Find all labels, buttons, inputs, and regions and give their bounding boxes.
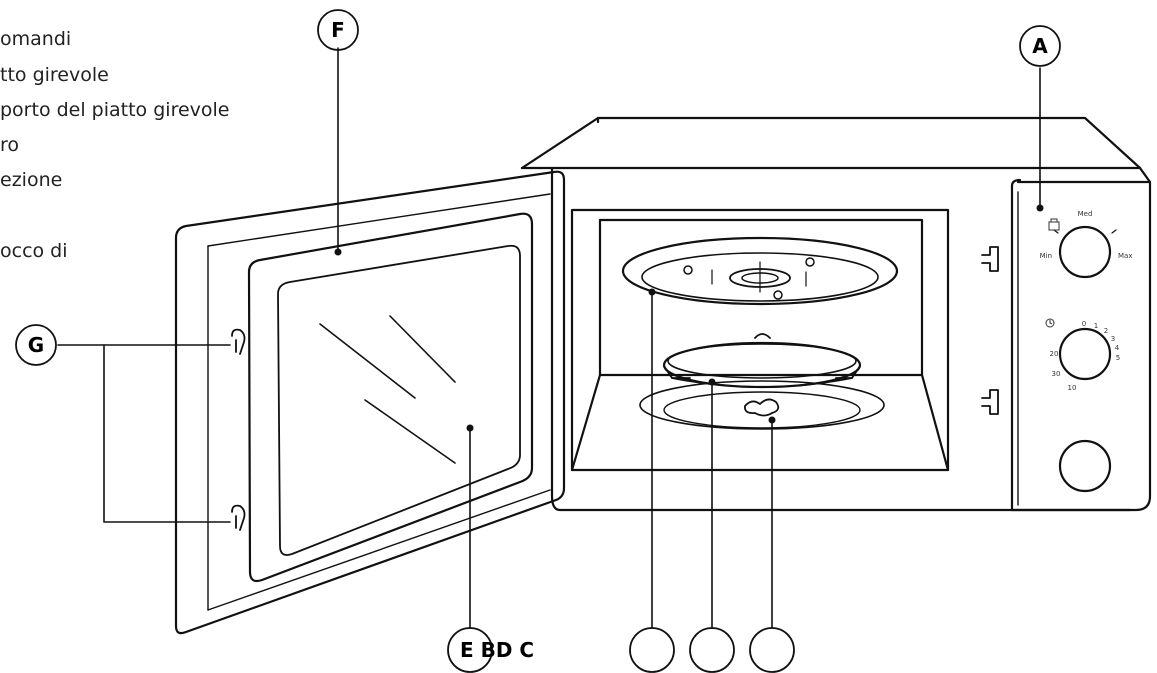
door-latch-hooks [231, 328, 246, 531]
oven-door [174, 170, 566, 635]
callout-a-label: A [1032, 34, 1048, 58]
power-label-min: Min [1040, 252, 1052, 260]
callout-c-circle [749, 627, 795, 673]
door-release-button[interactable] [1058, 439, 1112, 493]
legend-line-6: occo di [0, 240, 68, 262]
timer-mark: 2 [1104, 327, 1108, 335]
callout-bottom-labels: E BD C [460, 638, 534, 662]
callout-d-circle [689, 627, 735, 673]
callout-e-circle [447, 627, 493, 673]
timer-mark: 3 [1111, 335, 1115, 343]
callout-a-circle [1019, 25, 1061, 67]
timer-mark: 1 [1094, 322, 1098, 330]
legend-line-4: ro [0, 134, 20, 156]
callout-f-circle [317, 9, 359, 51]
roller-ring [662, 333, 862, 389]
timer-mark: 4 [1115, 344, 1120, 352]
microwave-body [520, 116, 1152, 512]
callout-b-circle [629, 627, 675, 673]
callout-g-circle [15, 324, 57, 366]
timer-marks: 0 1 2 3 4 5 10 20 30 [1050, 320, 1121, 392]
legend-line-2: tto girevole [0, 64, 109, 86]
timer-mark: 5 [1116, 354, 1120, 362]
callout-f-label: F [331, 18, 345, 42]
timer-mark: 30 [1052, 370, 1061, 378]
glass-turntable [621, 236, 899, 306]
timer-icon [1045, 318, 1055, 328]
power-label-med: Med [1078, 210, 1093, 218]
control-panel [1010, 178, 1152, 512]
power-level-icon [1048, 218, 1060, 231]
power-dial[interactable] [1058, 225, 1112, 279]
legend-line-5: ezione [0, 169, 63, 191]
callout-lines [57, 47, 1041, 629]
timer-mark: 10 [1068, 384, 1077, 392]
timer-mark: 20 [1050, 350, 1059, 358]
turntable-shaft [639, 380, 885, 430]
timer-mark: 0 [1082, 320, 1086, 328]
callout-g-label: G [28, 333, 44, 357]
legend-line-1: omandi [0, 28, 72, 50]
legend-line-3: porto del piatto girevole [0, 99, 230, 121]
power-label-max: Max [1118, 252, 1132, 260]
timer-dial[interactable] [1058, 327, 1112, 381]
